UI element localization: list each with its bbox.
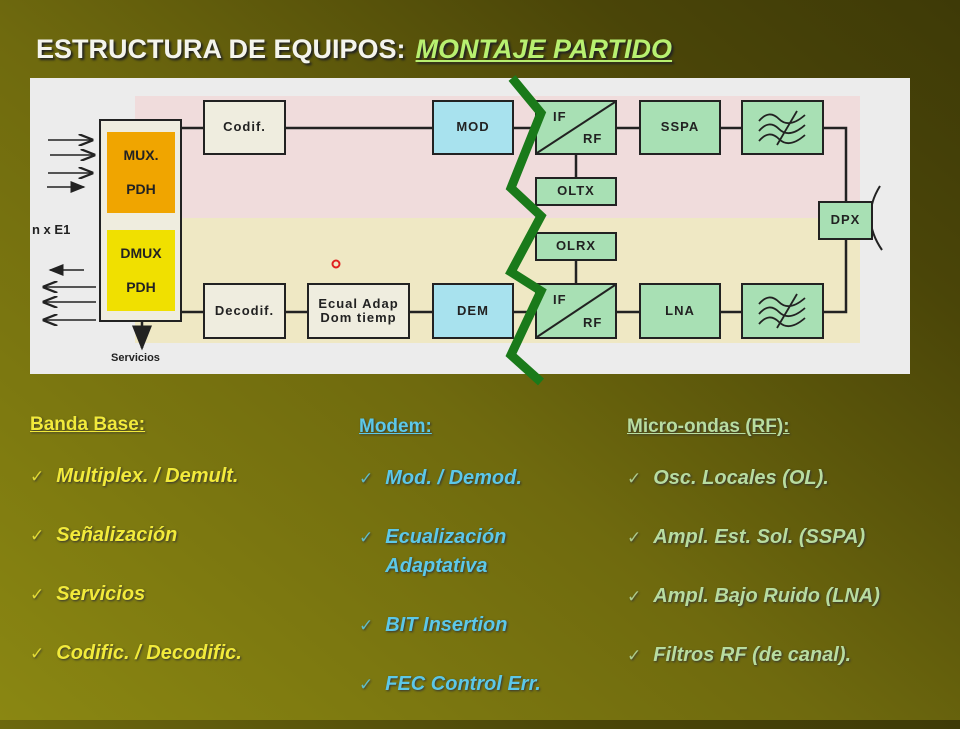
check-icon: ✓ [30,526,45,545]
list-item: ✓Señalización [30,521,242,550]
mux-pdh-block: MUX.PDH [107,132,175,213]
list-item: ✓Osc. Locales (OL). [627,464,880,493]
rx-filter-block [741,283,824,339]
list-item: ✓Mod. / Demod. [359,464,545,493]
check-icon: ✓ [30,585,45,604]
decodif-block: Decodif. [203,283,286,339]
codif-block: Codif. [203,100,286,155]
list-item: ✓Servicios [30,580,242,609]
title-main: ESTRUCTURA DE EQUIPOS: [36,34,406,64]
nxe1-label: n x E1 [32,222,71,237]
slide-title: ESTRUCTURA DE EQUIPOS: MONTAJE PARTIDO [36,34,672,65]
dem-block: DEM [432,283,514,339]
check-icon: ✓ [627,528,642,547]
column-heading: Banda Base: [30,414,146,435]
list-item: ✓Codific. / Decodific. [30,639,242,668]
dpx-block: DPX [818,201,873,240]
list-item: ✓Ampl. Bajo Ruido (LNA) [627,582,880,611]
output-arrows [44,264,96,320]
check-icon: ✓ [627,469,642,488]
check-icon: ✓ [627,587,642,606]
list-item: ✓BIT Insertion [359,611,545,640]
mod-block: MOD [432,100,514,155]
olrx-block: OLRX [535,232,617,261]
pointer-dot [331,259,341,269]
check-icon: ✓ [359,528,374,547]
check-icon: ✓ [627,646,642,665]
list-item: ✓FEC Control Err. [359,670,545,699]
check-icon: ✓ [359,469,374,488]
list-item: ✓Filtros RF (de canal). [627,641,880,670]
column-heading: Modem: [359,416,432,437]
check-icon: ✓ [30,467,45,486]
oltx-block: OLTX [535,177,617,206]
title-sub: MONTAJE PARTIDO [415,34,673,64]
check-icon: ✓ [30,644,45,663]
list-item: ✓Multiplex. / Demult. [30,462,242,491]
sspa-block: SSPA [639,100,721,155]
check-icon: ✓ [359,616,374,635]
input-arrows [47,140,94,193]
list-item: ✓Ecualización Adaptativa [359,523,545,581]
column-banda-base: Banda Base: ✓Multiplex. / Demult. ✓Señal… [30,414,242,698]
column-modem: Modem: ✓Mod. / Demod. ✓Ecualización Adap… [359,416,545,729]
servicios-label: Servicios [111,352,160,364]
list-item: ✓Ampl. Est. Sol. (SSPA) [627,523,880,552]
bandpass-filter-icon [757,293,806,329]
bandpass-filter-icon [757,110,806,145]
lna-block: LNA [639,283,721,339]
column-heading: Micro-ondas (RF): [627,416,790,437]
column-micro-ondas: Micro-ondas (RF): ✓Osc. Locales (OL). ✓A… [627,416,880,700]
check-icon: ✓ [359,675,374,694]
tx-filter-block [741,100,824,155]
